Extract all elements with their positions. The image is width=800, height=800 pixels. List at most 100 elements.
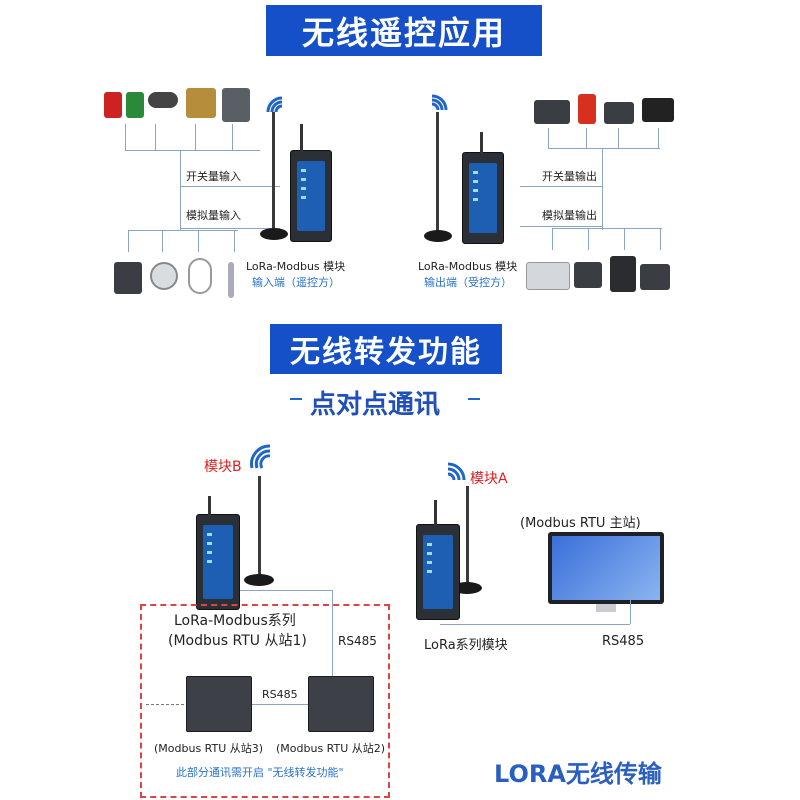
solenoid-valve-icon bbox=[186, 88, 216, 118]
device-antenna bbox=[300, 124, 303, 152]
monitor-stand bbox=[596, 604, 616, 612]
drop-line bbox=[660, 228, 661, 250]
wifi-signal-icon bbox=[447, 462, 466, 481]
drop-line bbox=[618, 128, 619, 148]
drop-line bbox=[162, 230, 163, 252]
analog-output-label: 模拟量输出 bbox=[542, 209, 597, 222]
drop-line bbox=[552, 228, 553, 250]
slave2-device bbox=[308, 676, 374, 732]
pushbutton-green-icon bbox=[126, 92, 144, 118]
rs485-vertical-label: RS485 bbox=[338, 634, 377, 648]
drop-line bbox=[548, 128, 549, 148]
switch-line bbox=[520, 186, 602, 187]
pressure-gauge-icon bbox=[150, 262, 178, 290]
left-device-label: LoRa-Modbus 模块 bbox=[246, 260, 346, 273]
lora-module-label: LoRa系列模块 bbox=[424, 638, 508, 653]
slave-series-label: LoRa-Modbus系列 bbox=[174, 613, 296, 629]
slave-group-box bbox=[140, 604, 390, 798]
bus-line bbox=[548, 148, 660, 149]
inverter-icon bbox=[610, 256, 636, 292]
analog-line bbox=[520, 226, 602, 227]
drop-line bbox=[588, 228, 589, 250]
rs485-master-drop bbox=[630, 590, 631, 624]
footer-title: LORA无线传输 bbox=[494, 760, 662, 788]
trunk-line bbox=[602, 148, 603, 230]
master-label: (Modbus RTU 主站) bbox=[520, 516, 641, 531]
drop-line bbox=[234, 230, 235, 252]
analog-input-label: 模拟量输入 bbox=[186, 209, 241, 222]
trunk-line bbox=[180, 150, 181, 230]
module-a-device bbox=[416, 524, 460, 620]
temperature-probe-icon bbox=[228, 262, 234, 298]
drop-line bbox=[658, 128, 659, 148]
wifi-signal-icon bbox=[266, 96, 283, 113]
drop-line bbox=[198, 230, 199, 252]
drop-line bbox=[155, 124, 156, 150]
module-a-label: 模块A bbox=[470, 471, 508, 487]
relay-module-icon bbox=[534, 100, 570, 124]
subtitle: 点对点通讯 bbox=[310, 390, 441, 420]
antenna bbox=[272, 112, 275, 232]
bus-line-bottom bbox=[552, 228, 662, 229]
slave3-device bbox=[186, 676, 252, 732]
rs485-vertical-line bbox=[332, 590, 333, 686]
drop-line bbox=[195, 124, 196, 150]
subtitle-dash-left bbox=[290, 398, 302, 400]
device-antenna bbox=[480, 132, 483, 154]
drop-line bbox=[586, 128, 587, 148]
antenna bbox=[258, 476, 261, 578]
lora-modbus-input-device bbox=[290, 150, 332, 242]
lora-modbus-output-device bbox=[462, 152, 504, 244]
rs485-master-line bbox=[440, 624, 630, 625]
right-device-role: 输出端（受控方） bbox=[424, 276, 512, 289]
bus-line bbox=[125, 150, 260, 151]
solid-state-relay-icon bbox=[642, 98, 674, 122]
antenna bbox=[436, 112, 439, 234]
drop-line bbox=[125, 124, 126, 150]
dashed-extension bbox=[146, 704, 184, 705]
slave-station1-label: (Modbus RTU 从站1) bbox=[168, 633, 307, 649]
subtitle-dash-right bbox=[468, 398, 480, 400]
device-antenna bbox=[208, 496, 211, 516]
module-b-device bbox=[196, 514, 240, 610]
antenna bbox=[466, 486, 469, 590]
alarm-lamp-icon bbox=[578, 94, 596, 124]
actuator-icon bbox=[640, 264, 670, 290]
monitor bbox=[548, 532, 664, 604]
drop-line bbox=[128, 230, 129, 252]
rs485-top-line bbox=[240, 590, 332, 591]
left-device-role: 输入端（遥控方） bbox=[252, 276, 340, 289]
relay-icon bbox=[604, 102, 634, 124]
antenna-base bbox=[244, 574, 274, 586]
rs485-between-line bbox=[252, 704, 308, 705]
drop-line bbox=[232, 124, 233, 150]
section2-banner: 无线转发功能 bbox=[270, 324, 502, 374]
bus-line-bottom bbox=[128, 230, 238, 231]
rs485-between-label: RS485 bbox=[262, 688, 298, 701]
device-antenna bbox=[434, 500, 437, 526]
right-device-label: LoRa-Modbus 模块 bbox=[418, 260, 518, 273]
switch-output-label: 开关量输出 bbox=[542, 170, 597, 183]
thermocouple-icon bbox=[188, 258, 212, 294]
section1-banner: 无线遥控应用 bbox=[266, 5, 542, 56]
proximity-sensor-icon bbox=[148, 92, 178, 108]
pushbutton-icon bbox=[104, 92, 122, 118]
instrument-panel-icon bbox=[526, 262, 570, 290]
antenna-base bbox=[424, 230, 452, 242]
slave2-label: (Modbus RTU 从站2) bbox=[276, 742, 386, 755]
module-icon bbox=[574, 262, 602, 288]
module-b-label: 模块B bbox=[204, 459, 242, 475]
forwarding-note: 此部分通讯需开启 "无线转发功能" bbox=[176, 766, 344, 779]
slave3-label: (Modbus RTU 从站3) bbox=[154, 742, 264, 755]
monitor-screen bbox=[552, 536, 660, 600]
rs485-master-label: RS485 bbox=[602, 634, 645, 649]
switch-line bbox=[180, 186, 280, 187]
drop-line bbox=[624, 228, 625, 250]
antenna-base bbox=[260, 228, 288, 240]
transmitter-icon bbox=[114, 262, 142, 294]
contactor-icon bbox=[222, 88, 250, 122]
wifi-signal-icon bbox=[250, 444, 271, 469]
analog-line bbox=[180, 228, 280, 229]
wifi-signal-icon bbox=[431, 94, 448, 111]
switch-input-label: 开关量输入 bbox=[186, 170, 241, 183]
